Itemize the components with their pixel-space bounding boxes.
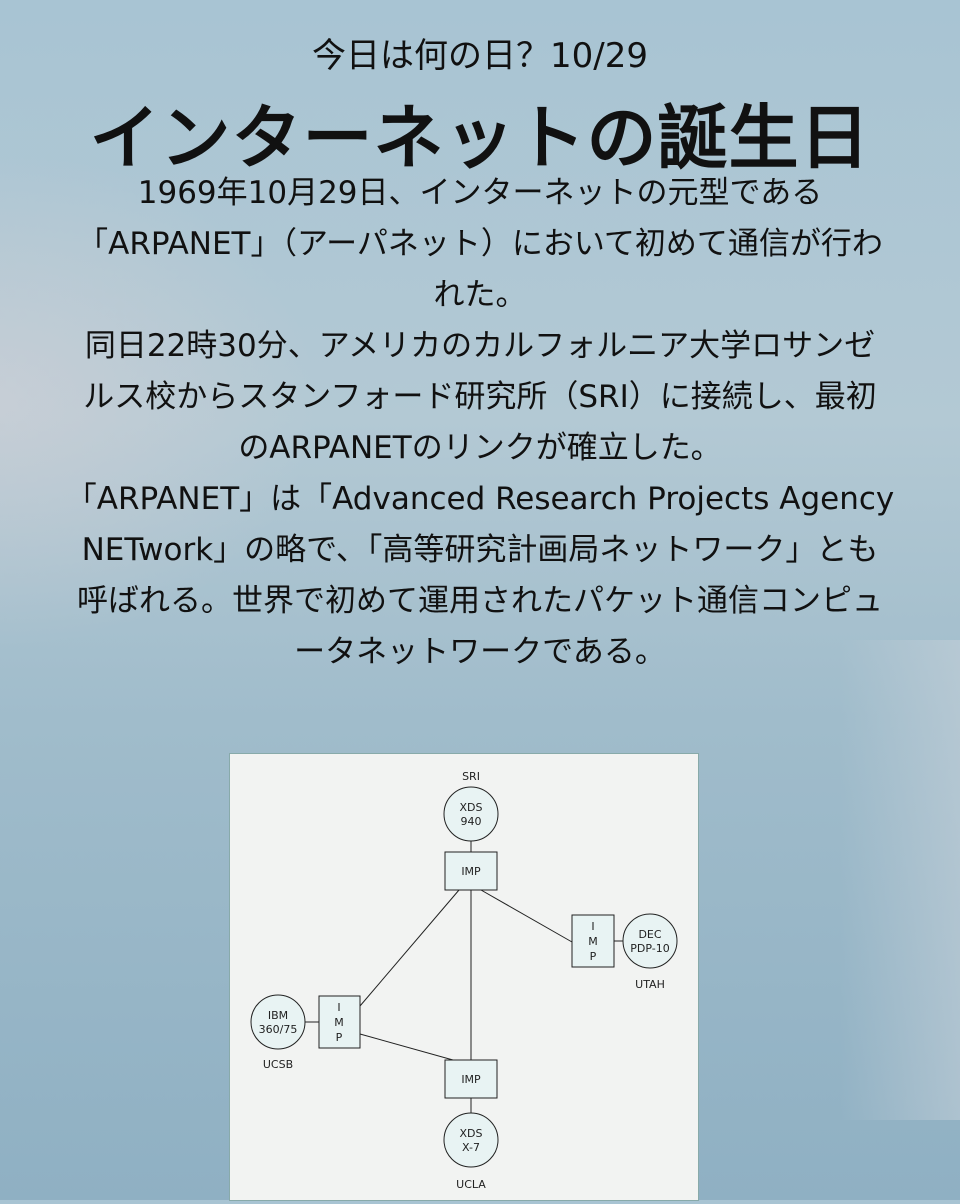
host-label: PDP-10 <box>630 942 669 955</box>
body-line: ータネットワークである。 <box>294 634 666 670</box>
site-label: UCSB <box>263 1058 293 1071</box>
imp-label: P <box>336 1031 343 1044</box>
body-line: 同日22時30分、アメリカのカルフォルニア大学ロサンゼ <box>84 328 876 364</box>
imp-box <box>444 851 498 891</box>
node-utah: I M P DEC PDP-10 UTAH <box>571 913 678 991</box>
page-title: インターネットの誕生日 <box>89 97 871 179</box>
body-line: 1969年10月29日、インターネットの元型である <box>137 175 823 211</box>
host-circle <box>443 786 499 842</box>
host-circle <box>250 994 306 1050</box>
link-sri-ucsb <box>359 889 460 1007</box>
node-sri: SRI XDS 940 IMP <box>443 770 499 891</box>
body-line: れた。 <box>433 277 527 313</box>
body-line: 「ARPANET」は「Advanced Research Projects Ag… <box>65 481 895 517</box>
link-ucsb-ucla <box>359 1033 454 1061</box>
host-label: IBM <box>268 1009 288 1022</box>
imp-label: M <box>588 935 598 948</box>
host-label: 940 <box>461 815 482 828</box>
imp-box <box>318 995 361 1049</box>
body-line: ルス校からスタンフォード研究所（SRI）に接続し、最初 <box>83 379 877 415</box>
site-label: SRI <box>462 770 480 783</box>
imp-label: M <box>334 1016 344 1029</box>
background-glow-right <box>840 640 960 1120</box>
subtitle: 今日は何の日？10/29 <box>312 36 648 76</box>
body-line: NETwork」の略で、「高等研究計画局ネットワーク」とも <box>81 532 879 568</box>
host-circle <box>443 1112 499 1168</box>
host-label: XDS <box>460 1127 483 1140</box>
imp-label: P <box>590 950 597 963</box>
node-ucla: IMP XDS X-7 UCLA <box>443 1059 499 1191</box>
imp-label: IMP <box>461 865 481 878</box>
arpanet-diagram: SRI XDS 940 IMP I M P DEC PDP-10 UTAH IB… <box>229 753 699 1201</box>
body-line: のARPANETのリンクが確立した。 <box>238 430 722 466</box>
host-label: XDS <box>460 801 483 814</box>
links <box>305 841 623 1113</box>
background-glow <box>0 150 320 650</box>
imp-label: IMP <box>461 1073 481 1086</box>
host-label: 360/75 <box>259 1023 298 1036</box>
host-circle <box>622 913 678 969</box>
site-label: UCLA <box>456 1178 486 1191</box>
imp-label: I <box>337 1001 340 1014</box>
host-label: X-7 <box>462 1141 480 1154</box>
host-label: DEC <box>638 928 661 941</box>
body-text: 1969年10月29日、インターネットの元型である 「ARPANET」（アーパネ… <box>0 168 960 678</box>
node-ucsb: IBM 360/75 I M P UCSB <box>250 994 361 1071</box>
site-label: UTAH <box>635 978 665 991</box>
imp-box <box>444 1059 498 1099</box>
imp-box <box>571 914 615 968</box>
imp-label: I <box>591 920 594 933</box>
link-sri-utah <box>480 889 573 943</box>
body-line: 「ARPANET」（アーパネット）において初めて通信が行わ <box>77 226 883 262</box>
body-line: 呼ばれる。世界で初めて運用されたパケット通信コンピュ <box>77 583 883 619</box>
